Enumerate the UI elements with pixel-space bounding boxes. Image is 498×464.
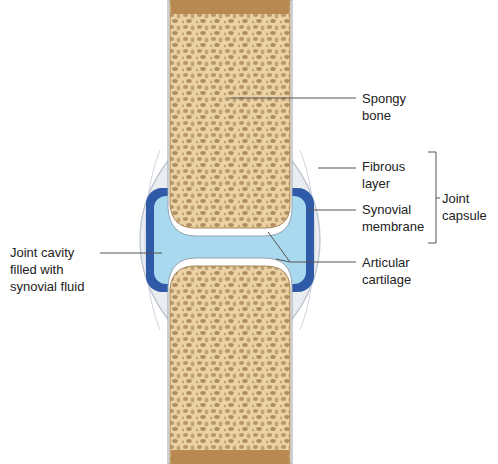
articular-cartilage — [168, 258, 292, 464]
part-label: Articular cartilage — [362, 254, 428, 288]
part-label: Fibrous layer — [362, 158, 424, 192]
leader-lines — [100, 98, 356, 262]
upper-bone — [170, 0, 290, 228]
lower-bone — [170, 266, 290, 464]
part-label: Joint capsule — [442, 190, 494, 224]
capsule-bracket — [428, 152, 440, 243]
part-label: Synovial membrane — [362, 201, 428, 235]
bone-cut-surface — [171, 450, 289, 464]
part-label: Joint cavity filled with synovial fluid — [10, 244, 92, 295]
bone-cut-surface — [171, 0, 289, 14]
part-label: Spongy bone — [362, 90, 424, 124]
articular-cartilage — [168, 0, 292, 236]
